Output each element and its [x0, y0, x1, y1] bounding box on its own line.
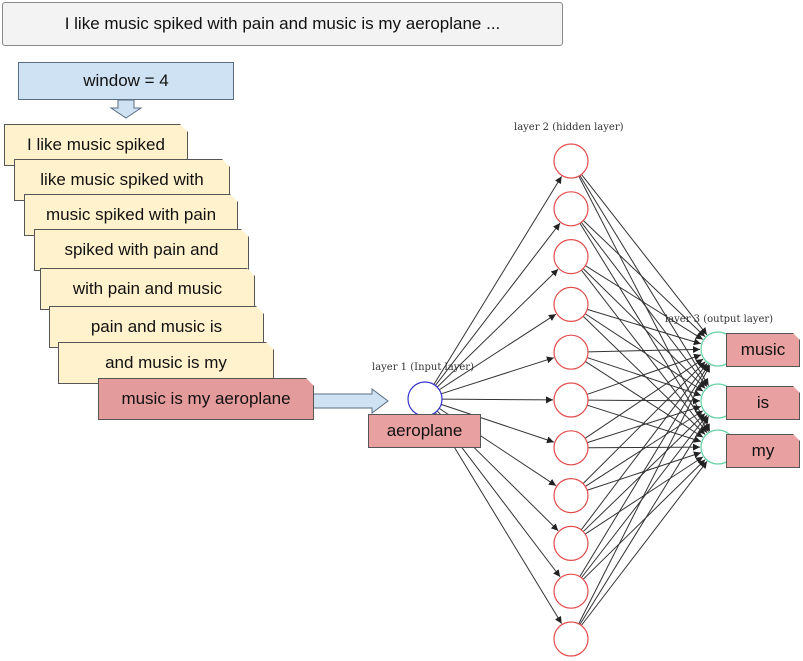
window-card-text: pain and music is: [90, 317, 223, 336]
output-word-my: my: [726, 434, 800, 468]
hidden-node: [553, 239, 589, 275]
hidden-node: [553, 478, 589, 514]
layer2-label: layer 2 (hidden layer): [514, 122, 624, 133]
hidden-node: [553, 525, 589, 562]
input-hidden-edge: [436, 268, 559, 388]
hidden-output-edge: [578, 364, 711, 625]
output-word-is: is: [726, 386, 800, 420]
window-card: and music is my: [58, 342, 274, 384]
output-word-text: music: [740, 340, 786, 359]
window-card: music is my aeroplane: [98, 378, 314, 420]
down-arrow-icon: [109, 99, 143, 119]
network-edges: [433, 174, 711, 626]
window-card: with pain and music: [40, 268, 255, 310]
window-card-text: music spiked with pain: [45, 205, 217, 224]
hidden-output-edge: [585, 410, 704, 487]
hidden-node: [553, 191, 589, 227]
hidden-output-edge: [582, 459, 706, 580]
hidden-output-edge: [587, 308, 701, 346]
hidden-output-edge: [580, 269, 708, 434]
window-card-text: like music spiked with: [40, 170, 204, 189]
input-hidden-edge: [433, 176, 563, 385]
hidden-output-edge: [586, 353, 702, 395]
hidden-node: [553, 382, 589, 418]
output-word-text: my: [751, 441, 775, 460]
hidden-output-edge: [585, 360, 704, 438]
input-word-text: aeroplane: [386, 421, 463, 440]
hidden-output-edge: [582, 361, 706, 484]
input-word-label: aeroplane: [368, 414, 481, 448]
window-card: spiked with pain and: [34, 229, 249, 271]
hidden-node: [553, 430, 589, 466]
input-hidden-edge: [441, 356, 555, 395]
hidden-output-edge: [584, 358, 704, 439]
window-card-text: spiked with pain and: [64, 240, 219, 259]
hidden-output-edge: [579, 364, 710, 577]
hidden-output-edge: [587, 346, 701, 354]
sentence-text: I like music spiked with pain and music …: [64, 14, 501, 33]
hidden-output-edge: [584, 313, 704, 392]
hidden-output-edge: [579, 175, 710, 386]
network-nodes: [407, 143, 736, 657]
window-card-text: with pain and music: [72, 279, 223, 298]
window-size-label: window = 4: [83, 71, 169, 90]
hidden-output-edge: [579, 223, 709, 432]
input-hidden-edge: [433, 413, 563, 624]
window-card-text: I like music spiked: [27, 135, 165, 154]
input-hidden-edge: [434, 222, 561, 386]
hidden-output-edge: [582, 268, 706, 389]
output-word-text: is: [756, 393, 770, 412]
hidden-node: [553, 621, 589, 657]
window-card: pain and music is: [49, 306, 264, 348]
hidden-output-edge: [585, 265, 704, 340]
input-hidden-edge: [441, 396, 554, 404]
input-hidden-edge: [438, 313, 557, 391]
hidden-node: [553, 334, 589, 370]
hidden-node: [553, 286, 589, 322]
layer3-label: layer 3 (output layer): [665, 314, 774, 325]
input-hidden-edge: [440, 403, 555, 444]
window-card-text: and music is my: [105, 353, 227, 372]
input-node: [407, 381, 443, 417]
hidden-output-edge: [581, 414, 708, 579]
hidden-output-edge: [579, 416, 709, 625]
window-card-text: music is my aeroplane: [121, 389, 291, 408]
hidden-output-edge: [587, 397, 701, 405]
hidden-output-edge: [587, 405, 701, 444]
hidden-node: [553, 143, 589, 179]
hidden-output-edge: [580, 221, 708, 388]
layer1-label: layer 1 (Input layer): [372, 362, 474, 373]
output-word-music: music: [726, 333, 800, 367]
hidden-node: [553, 573, 589, 609]
hidden-output-edge: [586, 357, 702, 397]
hidden-output-edge: [582, 413, 706, 532]
hidden-output-edge: [580, 460, 708, 626]
hidden-output-edge: [582, 220, 706, 337]
sentence-box: I like music spiked with pain and music …: [2, 2, 563, 46]
hidden-output-edge: [582, 315, 706, 435]
hidden-output-edge: [581, 174, 708, 336]
right-arrow-icon: [303, 388, 389, 414]
hidden-output-edge: [580, 363, 708, 531]
hidden-output-edge: [578, 175, 711, 432]
